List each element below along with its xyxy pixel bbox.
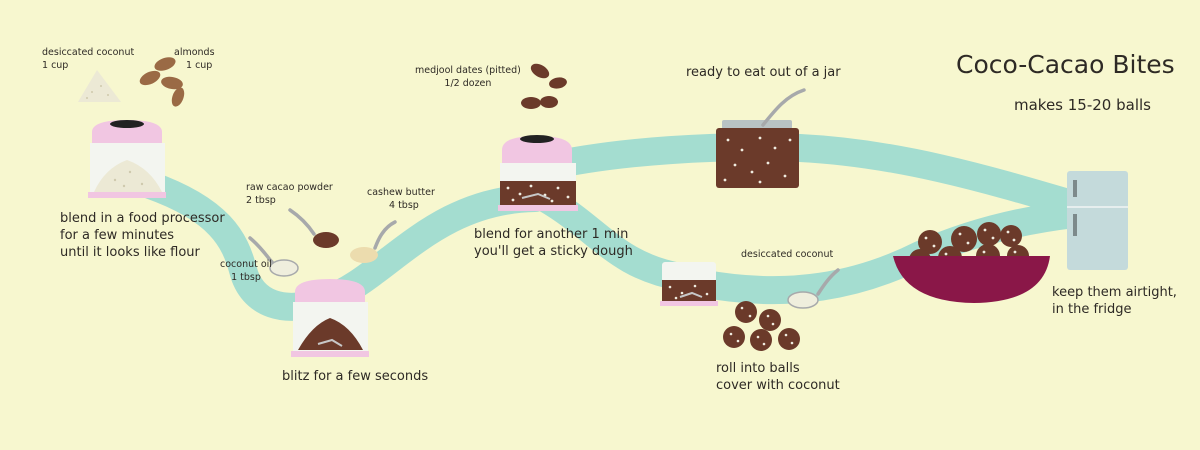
- jar-text: ready to eat out of a jar: [686, 65, 841, 80]
- dates-icon: [521, 63, 567, 109]
- step-3-text: blend for another 1 min you'll get a sti…: [474, 227, 633, 259]
- jar-icon: [716, 88, 806, 188]
- ingredient-desiccated-coconut: desiccated coconut 1 cup: [42, 47, 135, 71]
- step-1-text: blend in a food processor for a few minu…: [60, 211, 225, 260]
- food-processor-1-icon: [88, 120, 166, 198]
- step-4-text: roll into balls cover with coconut: [716, 361, 840, 393]
- fridge-icon: [1067, 171, 1128, 270]
- food-processor-2-icon: [291, 279, 369, 357]
- ingredient-coconut-oil: coconut oil 1 tbsp: [220, 259, 272, 283]
- coating-coconut-spoon-icon: [787, 268, 840, 309]
- food-processor-3-icon: [498, 135, 578, 211]
- ingredient-cashew-butter: cashew butter 4 tbsp: [367, 187, 435, 211]
- recipe-title: Coco-Cacao Bites: [956, 50, 1175, 79]
- cashew-butter-spoon-icon: [350, 220, 397, 263]
- desiccated-coconut-pile-icon: [78, 70, 121, 102]
- fridge-text: keep them airtight, in the fridge: [1052, 285, 1177, 317]
- food-processor-4-icon: [660, 262, 718, 306]
- ingredient-dates: medjool dates (pitted) 1/2 dozen: [415, 65, 521, 89]
- ingredient-coating-coconut: desiccated coconut: [741, 249, 834, 260]
- coconut-oil-spoon-icon: [248, 236, 299, 277]
- cacao-spoon-icon: [288, 208, 339, 248]
- rolled-balls-icon: [723, 301, 800, 351]
- step-2-text: blitz for a few seconds: [282, 369, 429, 384]
- almonds-icon: [139, 57, 185, 107]
- ingredient-cacao: raw cacao powder 2 tbsp: [246, 182, 333, 206]
- bowl-of-bites-icon: [893, 222, 1050, 303]
- ingredient-almonds: almonds 1 cup: [174, 47, 215, 71]
- recipe-yield: makes 15-20 balls: [1014, 96, 1151, 114]
